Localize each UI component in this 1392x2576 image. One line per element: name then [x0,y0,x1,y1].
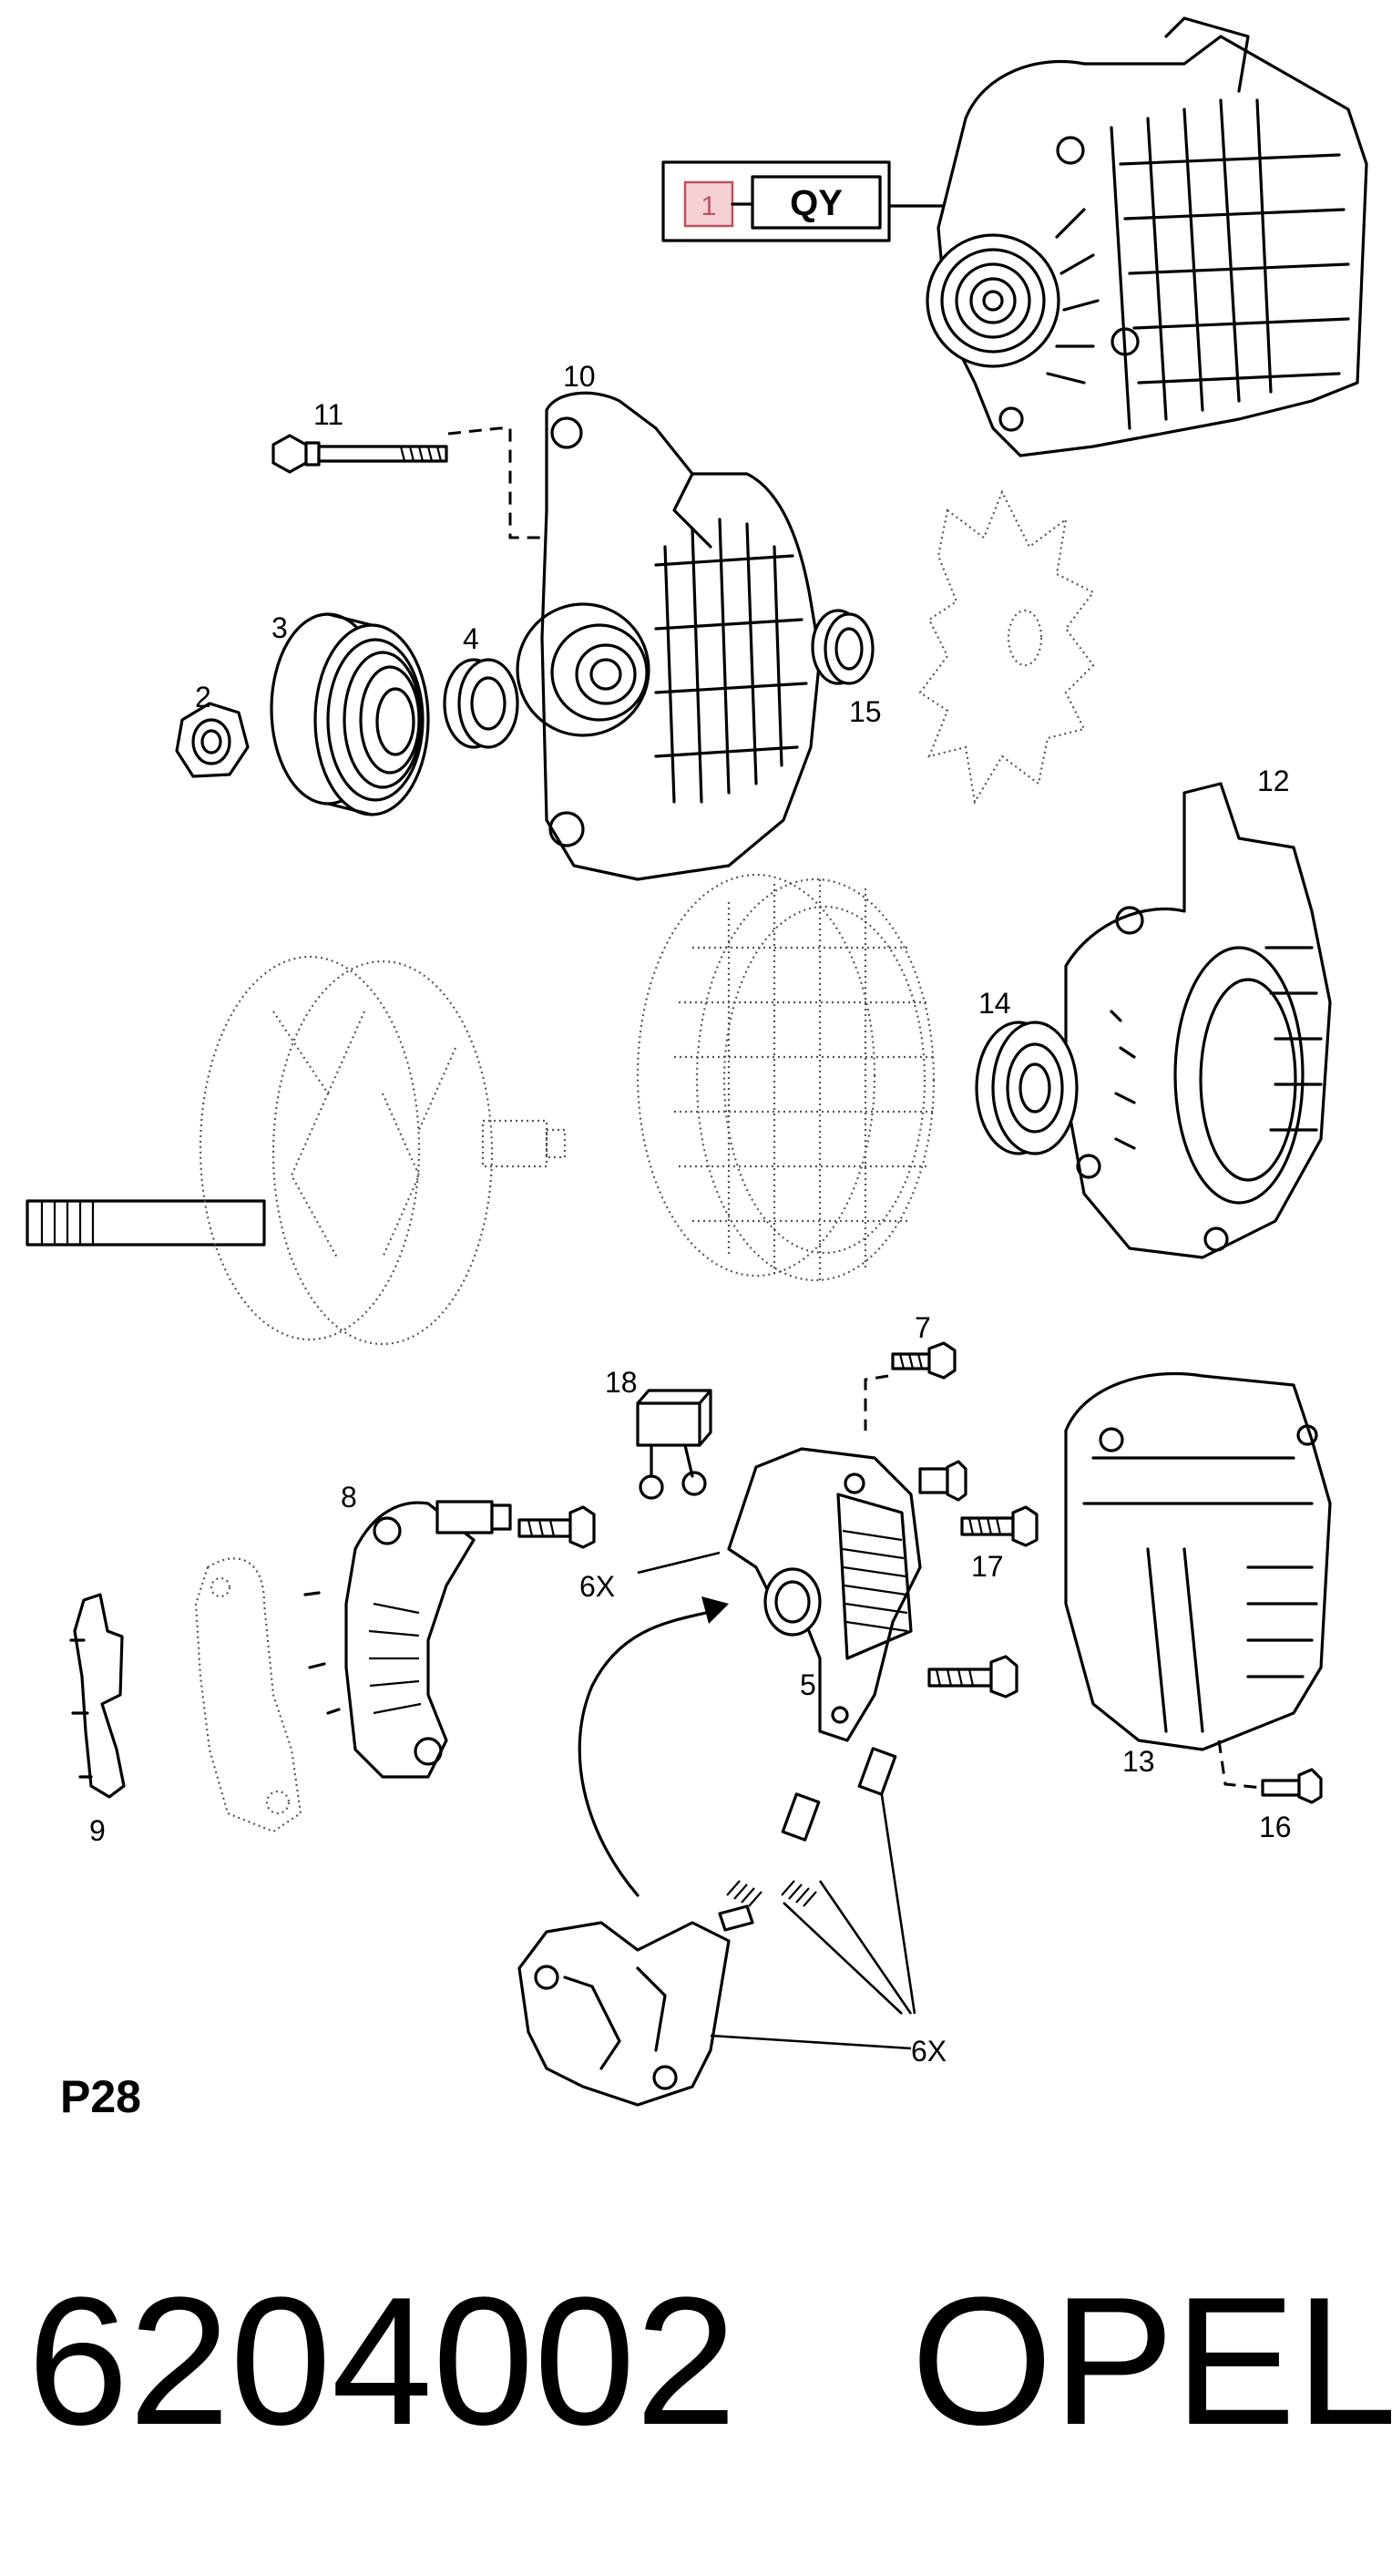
callout-6x-a: 6X [579,1570,615,1603]
screw-7 [864,1341,957,1431]
screw-regulator [927,1655,1018,1699]
reference-number-box [683,180,734,228]
callouts: 2 3 4 5 6X 6X 7 8 9 10 11 12 13 14 15 16… [89,360,1292,2068]
screw-17 [960,1505,1039,1547]
callout-8: 8 [341,1481,357,1514]
curved-arrow-head-icon [701,1596,729,1624]
callout-9: 9 [89,1814,106,1847]
callout-10: 10 [563,360,596,393]
screw-16 [1217,1740,1323,1804]
bearing-ring-4 [443,658,519,749]
reference-code: QY [790,183,843,223]
callout-16: 16 [1259,1811,1292,1843]
gasket [194,1557,302,1833]
callout-12: 12 [1257,765,1290,797]
connector-18 [636,1389,712,1500]
callout-11: 11 [313,398,343,431]
pulley-3 [270,612,430,816]
through-bolt-11 [271,426,556,539]
bearing-14 [975,1021,1079,1155]
page-reference: P28 [60,2071,141,2122]
slip-ring-end-housing-12 [1064,782,1332,1259]
rear-cover-13 [1064,1371,1332,1751]
bracket-9 [69,1593,126,1799]
callout-4: 4 [463,622,479,655]
callout-13: 13 [1122,1745,1155,1778]
callout-15: 15 [849,695,882,728]
rotor [26,955,567,1346]
rectifier-8 [303,1500,512,1779]
bolt-rectifier [517,1505,596,1549]
callout-3: 3 [271,611,288,644]
callout-6x-b: 6X [911,2035,947,2068]
brand-name: OPEL [911,2260,1392,2463]
ring-15 [811,609,875,685]
stator [636,873,936,1282]
nut-2 [175,702,250,778]
regulator-5 [727,1447,967,1742]
callout-14: 14 [978,987,1011,1020]
callout-18: 18 [605,1366,638,1399]
drive-end-housing-10 [516,391,822,881]
part-number: 6204002 [27,2260,737,2463]
reference-number: 1 [701,191,717,221]
assembled-alternator [926,16,1368,457]
reference-box: 1 QY [661,160,982,242]
brush-holder [517,1747,916,2107]
callout-5: 5 [800,1668,816,1701]
leader-lines [637,1551,912,2050]
fan [918,489,1095,806]
curved-arrow [578,1596,729,1897]
callout-2: 2 [195,681,211,713]
callout-17: 17 [971,1550,1004,1583]
callout-7: 7 [915,1311,931,1344]
